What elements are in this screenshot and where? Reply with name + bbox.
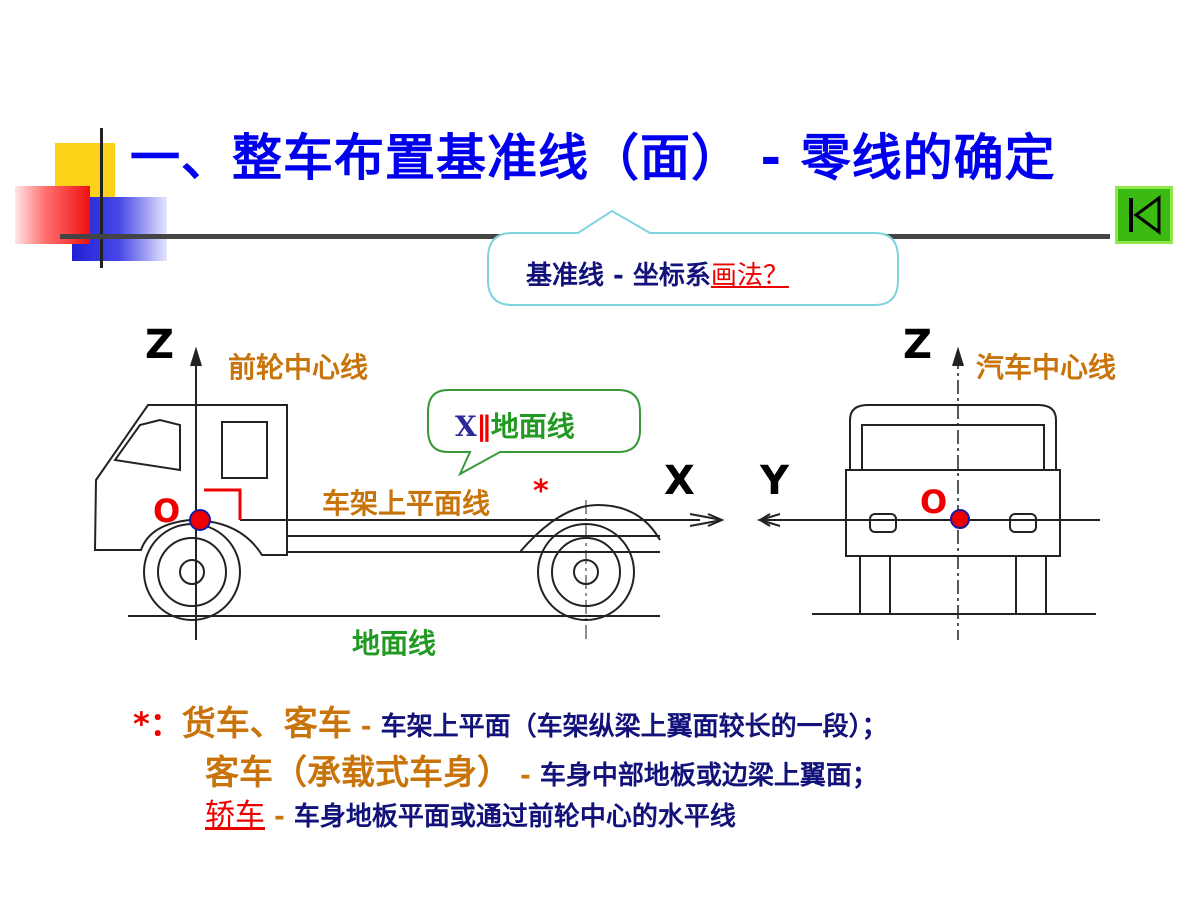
note-text-2: 车身中部地板或边梁上翼面；	[539, 761, 878, 791]
callout-top-prefix: 基准线 - 坐标系	[526, 261, 711, 291]
callout-xline-bubble	[427, 389, 641, 477]
front-view-truck	[756, 346, 1100, 640]
draw-method-link[interactable]: 画法？	[710, 261, 789, 291]
decor-vertical-line	[100, 128, 103, 268]
note-dash-3: -	[265, 802, 294, 832]
callout-top-bubble	[487, 209, 899, 306]
note-cat-bus-monocoque: 客车（承载式车身）	[205, 753, 511, 793]
note-marker: *：	[133, 705, 182, 743]
side-origin-label: O	[153, 492, 181, 530]
callout-x: X	[455, 410, 477, 443]
vehicle-center-line-label: 汽车中心线	[976, 351, 1117, 384]
note-cat-sedan[interactable]: 轿车	[205, 798, 265, 833]
frame-top-line-label: 车架上平面线	[322, 487, 491, 520]
callout-ground: 地面线	[490, 410, 575, 443]
front-z-axis-label: Z	[903, 322, 933, 368]
side-view-truck	[93, 346, 725, 640]
front-origin-dot	[950, 509, 970, 529]
callout-top-text: 基准线 - 坐标系画法？	[526, 255, 789, 292]
note-line-1: *：货车、客车 - 车架上平面（车架纵梁上翼面较长的一段）；	[133, 696, 888, 745]
note-cat-truck-bus: 货车、客车	[181, 704, 352, 744]
callout-xline-text: X∥地面线	[455, 405, 575, 445]
note-dash-1: -	[351, 712, 381, 742]
side-x-axis-label: X	[664, 458, 695, 504]
page-title: 一、整车布置基准线（面） - 零线的确定	[130, 129, 1056, 187]
front-origin-label: O	[920, 483, 948, 521]
right-angle-marker	[204, 488, 242, 520]
note-dash-2: -	[511, 761, 540, 791]
side-z-axis-label: Z	[145, 322, 175, 368]
note-line-3: 轿车 - 车身地板平面或通过前轮中心的水平线	[205, 790, 736, 834]
frame-top-asterisk: *	[533, 474, 549, 509]
first-slide-button[interactable]	[1115, 186, 1173, 244]
note-line-2: 客车（承载式车身） - 车身中部地板或边梁上翼面；	[205, 745, 878, 794]
note-text-1: 车架上平面（车架纵梁上翼面较长的一段）；	[380, 712, 888, 742]
note-text-3: 车身地板平面或通过前轮中心的水平线	[293, 802, 736, 832]
first-slide-icon	[1129, 195, 1161, 235]
front-y-axis-label: Y	[760, 458, 789, 504]
callout-parallel: ∥	[476, 410, 491, 443]
front-wheel-center-line-label: 前轮中心线	[228, 351, 369, 384]
side-origin-dot	[189, 509, 211, 531]
ground-line-label: 地面线	[352, 627, 437, 660]
